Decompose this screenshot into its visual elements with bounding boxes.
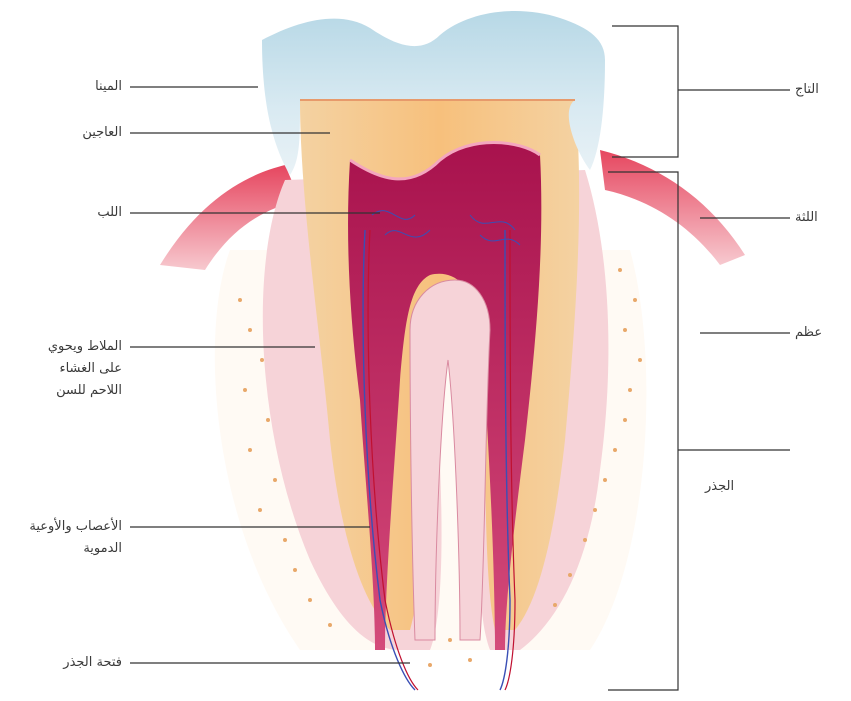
label-enamel: المينا	[40, 76, 122, 98]
label-nerves-line-1: الأعصاب والأوعية	[0, 516, 122, 538]
label-crown: التاج	[795, 79, 845, 101]
label-bone: عظم	[795, 322, 845, 344]
label-cementum-line-1: الملاط ويحوي	[10, 336, 122, 358]
label-pulp: اللب	[40, 202, 122, 224]
label-root: الجذر	[705, 476, 765, 498]
label-apex: فتحة الجذر	[20, 652, 122, 674]
label-cementum-line-2: على الغشاء	[10, 358, 122, 380]
label-dentin: العاجين	[40, 122, 122, 144]
label-cementum: الملاط ويحوي على الغشاء اللاحم للسن	[10, 336, 122, 402]
label-cementum-line-3: اللاحم للسن	[10, 380, 122, 402]
label-gum: اللثة	[795, 207, 845, 229]
label-nerves-line-2: الدموية	[0, 538, 122, 560]
label-nerves-vessels: الأعصاب والأوعية الدموية	[0, 516, 122, 560]
